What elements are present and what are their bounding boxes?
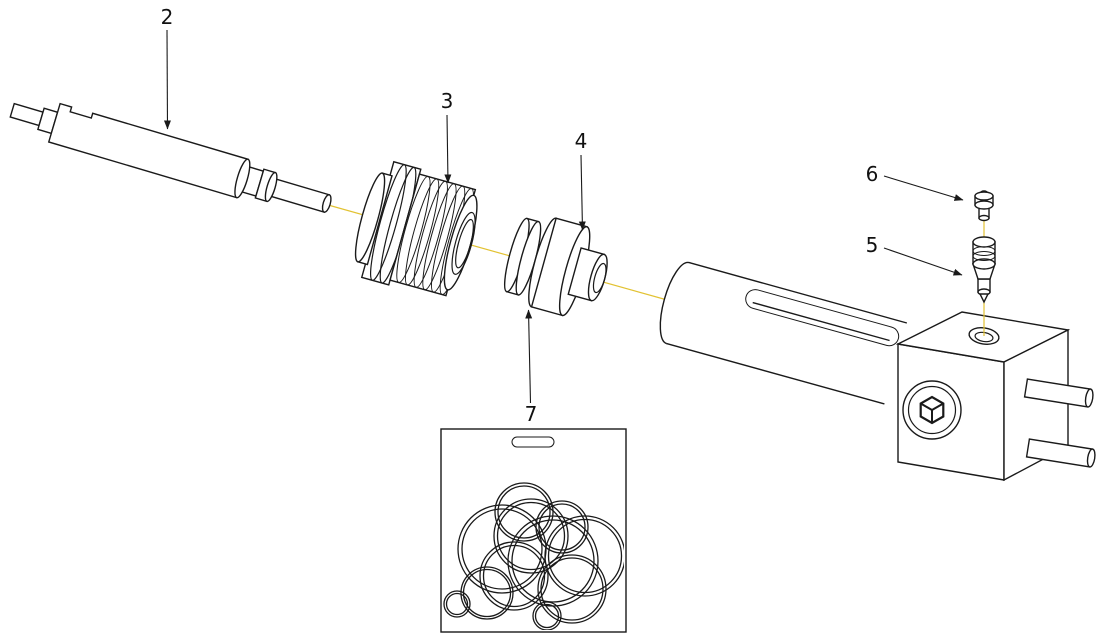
shaft-tip (9, 102, 44, 127)
socket-screw-rim (907, 385, 957, 435)
screw-stem-cap (978, 214, 990, 222)
gland-cap-ring (354, 172, 386, 263)
part-4-piston (503, 217, 608, 317)
bag-outline (440, 428, 627, 633)
bag-contents (443, 482, 624, 630)
shaft-step-ring-2 (264, 171, 278, 203)
callout-5-leader (883, 247, 963, 276)
callout-3-label: 3 (441, 89, 454, 113)
thread-ring (396, 175, 431, 284)
callout-6: 6 (866, 162, 964, 201)
o-ring (537, 554, 607, 624)
cylinder-top-edge (688, 261, 908, 324)
o-ring (493, 498, 569, 574)
callout-3-leader (444, 114, 452, 184)
callout-5-label: 5 (866, 233, 879, 257)
callout-5: 5 (866, 233, 963, 276)
gland-bore-ring (451, 211, 476, 275)
gland-groove-ring (369, 164, 407, 282)
part-5-fitting (972, 236, 996, 304)
cylinder-tube (666, 262, 907, 404)
thread-ring (405, 178, 440, 286)
shaft-rod-end (267, 177, 331, 213)
cylinder-bottom-edge (666, 342, 885, 405)
callout-6-leader (883, 175, 964, 201)
o-ring (544, 515, 624, 597)
callout-4-label: 4 (575, 129, 588, 153)
bag-hang-hole (511, 436, 555, 448)
fitting-tip (978, 293, 990, 304)
thread-ring (439, 187, 474, 296)
callout-7-leader (525, 309, 533, 404)
shaft-body (47, 102, 249, 199)
hex-socket-edge (920, 402, 933, 411)
part-6-screw (974, 190, 994, 222)
screw-head-top-ring (974, 191, 994, 201)
callout-7-label: 7 (525, 402, 538, 426)
pin-end-cap (1086, 448, 1096, 468)
callout-6-label: 6 (866, 162, 879, 186)
callout-4: 4 (575, 129, 588, 231)
mounting-pin (1023, 378, 1094, 408)
o-ring (532, 601, 562, 630)
thread-ring (422, 183, 457, 291)
shaft-step-ring (234, 158, 251, 199)
callout-2: 2 (161, 5, 174, 130)
callout-3: 3 (441, 89, 454, 184)
part-2-shaft (9, 102, 332, 213)
block-top-port-bore (974, 331, 994, 343)
o-ring (535, 500, 589, 554)
fitting-groove-ring (972, 251, 996, 261)
part-7-oring-bag (440, 428, 627, 633)
callout-2-leader (163, 29, 171, 130)
callout-2-label: 2 (161, 5, 174, 29)
o-ring (494, 482, 554, 542)
mounting-pin (1025, 438, 1096, 468)
part-3-threaded-gland (354, 160, 478, 297)
end-block (895, 311, 1096, 482)
pin-end-cap (1084, 388, 1094, 408)
callout-7: 7 (525, 309, 538, 426)
callouts: 2 3 4 5 6 7 (161, 5, 964, 426)
fitting-top-ring (972, 236, 996, 248)
cylinder-body (659, 261, 908, 405)
shaft-end-cap (321, 194, 332, 213)
cylinder-slot-depth-line (752, 301, 890, 342)
o-ring (479, 541, 549, 611)
screw-head-bottom-ring (974, 200, 994, 210)
o-ring (443, 590, 471, 618)
hex-socket-edge (931, 402, 944, 411)
callout-4-leader (578, 154, 586, 231)
piston-boss-bore (592, 262, 607, 294)
fitting-bottom-ring (972, 258, 996, 270)
